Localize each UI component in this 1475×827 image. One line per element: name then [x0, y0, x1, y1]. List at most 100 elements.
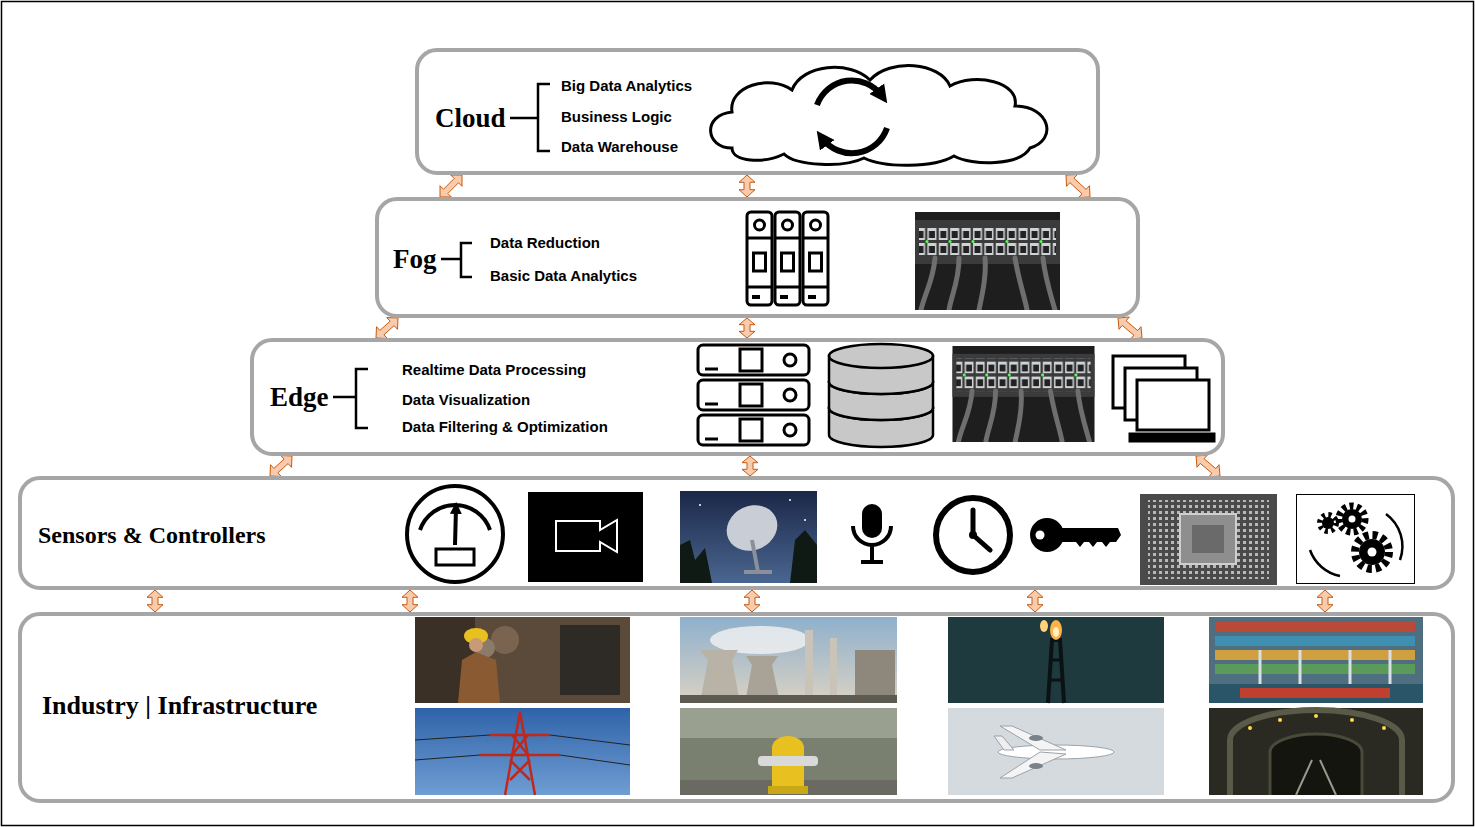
satellite-dish-photo: [699, 504, 701, 506]
gears-icon: [1310, 550, 1340, 576]
layer-function: Data Reduction: [490, 234, 600, 252]
clock-icon: [973, 510, 990, 550]
layer-heading: Cloud: [435, 102, 506, 134]
cpu-socket-photo: [1148, 500, 1269, 579]
clock-icon: [969, 531, 977, 539]
tunnel-photo: [1230, 710, 1402, 795]
microphone-icon: [861, 545, 883, 562]
gas-flare-photo: [1048, 640, 1064, 703]
microphone-icon: [853, 504, 891, 562]
gears-icon: [1297, 495, 1415, 584]
double-arrow: [744, 590, 760, 612]
tunnel-photo: [1209, 708, 1423, 795]
tunnel-photo: [1314, 714, 1318, 718]
cloud-icon: [817, 80, 882, 105]
satellite-dish-photo: [744, 540, 772, 572]
cloud-icon: [711, 66, 1047, 166]
computers-icon: [1113, 356, 1214, 441]
satellite-dish-photo: [680, 491, 817, 583]
rack-server-icon: [810, 253, 822, 271]
layer-function: Realtime Data Processing: [402, 361, 586, 379]
layer-band: Sensors & Controllers: [18, 476, 1455, 590]
satellite-dish-photo: [680, 491, 817, 583]
airplane-photo: [1029, 735, 1043, 741]
gears-icon: [1349, 516, 1356, 523]
cpu-socket-photo: [1140, 494, 1277, 585]
layer-function: Data Visualization: [402, 391, 530, 409]
double-arrow: [739, 175, 755, 197]
layer-heading: Edge: [270, 381, 329, 413]
satellite-dish-photo: [789, 499, 791, 501]
airplane-photo: [1029, 763, 1043, 769]
rack-server-icon: [752, 295, 816, 299]
rack-server-icon: [747, 212, 772, 305]
rack-server-icon: [754, 253, 766, 271]
camera-icon: [528, 492, 643, 582]
worker-photo: [415, 617, 630, 703]
gas-flare-photo: [1040, 620, 1048, 632]
power-plant-photo: [830, 638, 837, 703]
satellite-dish-photo: [680, 530, 817, 583]
gears-icon: [1355, 535, 1389, 569]
container-port-photo: [1215, 636, 1415, 646]
container-port-photo: [1215, 622, 1415, 632]
power-pylon-photo: [415, 708, 630, 795]
container-port-photo: [1209, 617, 1423, 703]
server-icon: [740, 419, 762, 441]
rack-server-icon: [755, 220, 765, 230]
gas-flare-photo: [1049, 660, 1063, 680]
camera-icon: [528, 492, 643, 582]
cpu-socket-photo: [1180, 514, 1236, 564]
gas-flare-photo: [1050, 620, 1062, 640]
power-plant-photo: [680, 617, 897, 703]
double-arrow: [1027, 590, 1043, 612]
gears-icon: [1368, 548, 1377, 557]
container-port-photo: [1209, 617, 1423, 703]
gauge-icon: [407, 486, 503, 582]
tunnel-photo: [1296, 760, 1336, 795]
power-pylon-photo: [480, 735, 560, 780]
gears-icon: [1297, 495, 1415, 584]
key-icon: [1036, 531, 1045, 540]
double-arrow: [1066, 175, 1090, 198]
layer-heading: Industry | Infrastructure: [42, 690, 317, 721]
double-arrow: [1317, 590, 1333, 612]
gauge-icon: [436, 549, 474, 565]
satellite-dish-photo: [804, 519, 806, 521]
computers-icon: [1130, 434, 1214, 441]
airplane-photo: [948, 708, 1164, 795]
rack-server-icon: [782, 253, 794, 271]
power-plant-photo: [710, 626, 810, 654]
bracket: [333, 369, 368, 428]
fire-hydrant-photo: [768, 786, 808, 794]
rack-server-icon: [775, 212, 800, 305]
rack-server-icon: [783, 220, 793, 230]
worker-photo: [491, 626, 519, 654]
power-pylon-photo: [505, 712, 535, 795]
power-pylon-photo: [480, 712, 560, 795]
worker-photo: [415, 617, 630, 703]
fire-hydrant-photo: [680, 708, 897, 795]
key-icon: [1060, 528, 1121, 547]
tunnel-photo: [1278, 718, 1282, 722]
double-arrow: [1118, 317, 1142, 339]
key-icon: [1030, 518, 1064, 552]
layer-function: Data Filtering & Optimization: [402, 418, 608, 436]
power-plant-photo: [680, 617, 897, 703]
layer-function: Big Data Analytics: [561, 77, 692, 95]
key-icon: [1030, 518, 1121, 552]
power-plant-photo: [680, 695, 897, 703]
bracket: [441, 243, 472, 277]
layer-function: Data Warehouse: [561, 138, 678, 156]
gas-flare-photo: [1053, 627, 1059, 637]
database-icon: [829, 344, 933, 368]
layer-band: Edge Realtime Data ProcessingData Visuali…: [250, 338, 1225, 456]
double-arrow: [402, 590, 418, 612]
double-arrow: [376, 318, 398, 339]
double-arrow: [147, 590, 163, 612]
airplane-photo: [1000, 726, 1066, 778]
fire-hydrant-photo: [758, 756, 818, 766]
container-port-photo: [1215, 650, 1415, 660]
cpu-socket-photo: [1140, 494, 1277, 585]
server-icon: [784, 424, 796, 436]
